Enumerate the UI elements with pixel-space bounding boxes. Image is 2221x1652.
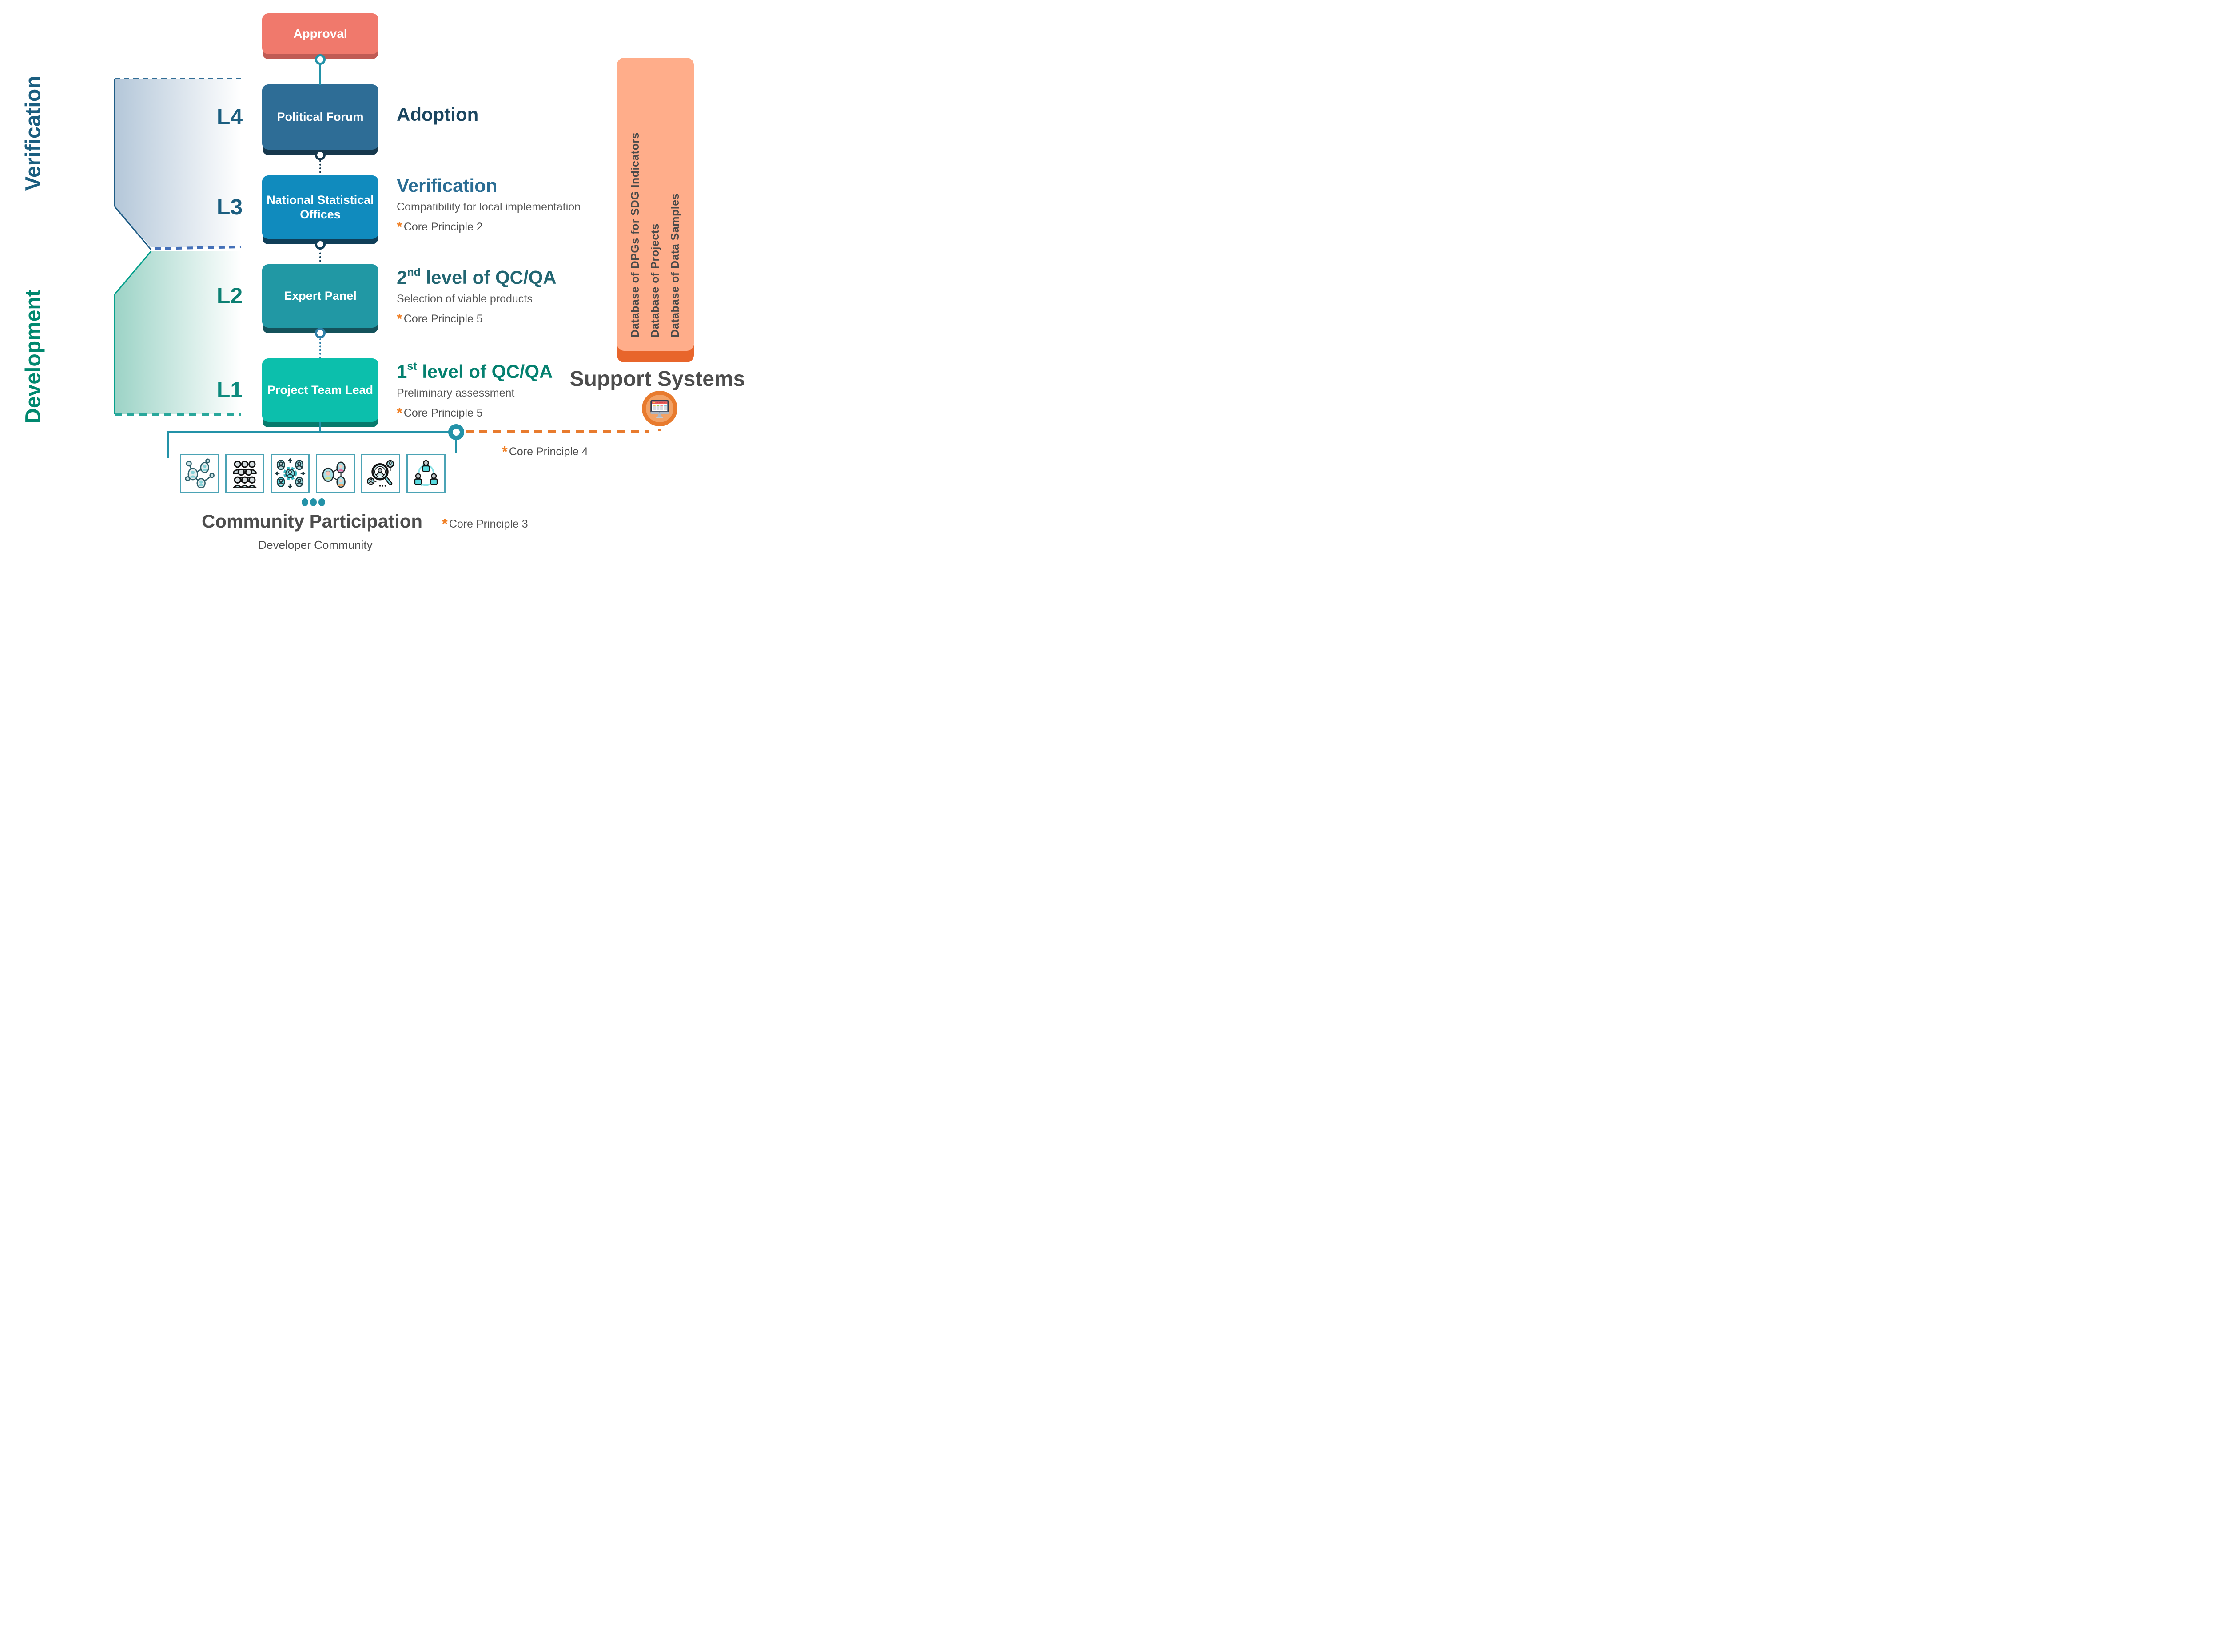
- ellipsis-dot: [302, 498, 308, 506]
- core-principle-4: *Core Principle 4: [502, 443, 588, 460]
- development-diagonal-edge: [114, 251, 152, 295]
- qa-process-diagram: Approval Political Forum National Statis…: [0, 0, 779, 551]
- verification-core-principle: *Core Principle 2: [397, 218, 483, 235]
- core-principle-3: *Core Principle 3: [442, 516, 528, 532]
- asterisk-icon: *: [397, 405, 402, 421]
- gear-collaboration-icon: [275, 458, 306, 489]
- database-line-2: Database of Projects: [649, 223, 661, 338]
- level-tag-l2: L2: [216, 283, 243, 308]
- database-line-3: Database of Data Samples: [669, 193, 681, 338]
- qc1-core-principle: *Core Principle 5: [397, 405, 483, 421]
- l4-to-l3-dotted-line: [319, 156, 321, 177]
- project-team-lead-box: Project Team Lead: [262, 358, 378, 422]
- support-systems-badge: [642, 391, 677, 426]
- adoption-heading: Adoption: [397, 104, 479, 125]
- asterisk-icon: *: [397, 218, 402, 235]
- qc2-subtext: Selection of viable products: [397, 293, 533, 306]
- verification-block: Verification Compatibility for local imp…: [397, 175, 619, 235]
- community-participation-title: Community Participation: [202, 511, 423, 532]
- people-cycle-icon: [414, 460, 438, 486]
- development-phase-label: Development: [21, 290, 45, 424]
- bracket-horizontal-line: [167, 431, 449, 433]
- l4-connector-circle: [315, 150, 326, 160]
- approval-box: Approval: [262, 13, 378, 54]
- people-search-icon: [367, 460, 394, 487]
- linked-avatars-icon: [322, 461, 346, 488]
- expert-panel-box: Expert Panel: [262, 264, 378, 328]
- verification-diagonal-edge: [114, 206, 152, 250]
- community-icon-box-5: [361, 454, 400, 493]
- support-dashed-horizontal-line: [466, 430, 649, 433]
- monitor-dashboard-icon: [650, 400, 669, 418]
- l3-to-l2-dotted-line: [319, 249, 321, 266]
- community-icon-box-2: [225, 454, 264, 493]
- developer-community-caption: Developer Community: [258, 538, 373, 551]
- qc2-heading: 2nd level of QC/QA: [397, 266, 557, 288]
- database-line-1: Database of DPGs for SDG Indicators: [629, 132, 641, 338]
- qc2-block: 2nd level of QC/QA Selection of viable p…: [397, 266, 619, 327]
- l1-stem-line: [319, 422, 321, 432]
- crowd-icon: [232, 461, 258, 489]
- database-panel: Database of DPGs for SDG Indicators Data…: [617, 58, 694, 351]
- junction-ring-icon: [448, 424, 464, 440]
- adoption-block: Adoption: [397, 104, 619, 125]
- qc1-block: 1st level of QC/QA Preliminary assessmen…: [397, 360, 619, 421]
- level-tag-l1: L1: [216, 377, 243, 402]
- ellipsis-dot: [318, 498, 325, 506]
- support-systems-title: Support Systems: [569, 367, 745, 391]
- national-statistical-offices-box: National Statistical Offices: [262, 175, 378, 239]
- approval-to-l4-line: [319, 54, 321, 85]
- network-people-icon: [185, 458, 215, 488]
- level-tag-l4: L4: [216, 104, 243, 129]
- verification-wedge: [115, 79, 241, 247]
- bracket-left-drop-line: [167, 431, 169, 458]
- development-wedge: [115, 251, 241, 414]
- political-forum-box: Political Forum: [262, 84, 378, 150]
- level-tag-l3: L3: [216, 195, 243, 219]
- qc1-heading: 1st level of QC/QA: [397, 360, 553, 382]
- l2-connector-circle: [315, 328, 326, 338]
- approval-connector-circle: [315, 54, 326, 65]
- l3-connector-circle: [315, 239, 326, 250]
- ellipsis-dot: [310, 498, 317, 506]
- asterisk-icon: *: [502, 443, 508, 460]
- community-icon-box-6: [406, 454, 446, 493]
- verification-phase-label: Verification: [21, 75, 45, 191]
- community-icon-box-3: [271, 454, 310, 493]
- community-icon-box-4: [316, 454, 355, 493]
- asterisk-icon: *: [442, 516, 448, 532]
- qc2-core-principle: *Core Principle 5: [397, 310, 483, 327]
- verification-subtext: Compatibility for local implementation: [397, 201, 581, 214]
- verification-heading: Verification: [397, 175, 498, 196]
- l2-to-l1-dotted-line: [319, 338, 321, 358]
- qc1-subtext: Preliminary assessment: [397, 387, 515, 400]
- community-icon-box-1: [180, 454, 219, 493]
- phase-divider-dashed-line: [154, 246, 242, 250]
- donut-stub-line: [455, 439, 457, 453]
- asterisk-icon: *: [397, 310, 402, 327]
- phase-wedges-graphic: [114, 78, 242, 416]
